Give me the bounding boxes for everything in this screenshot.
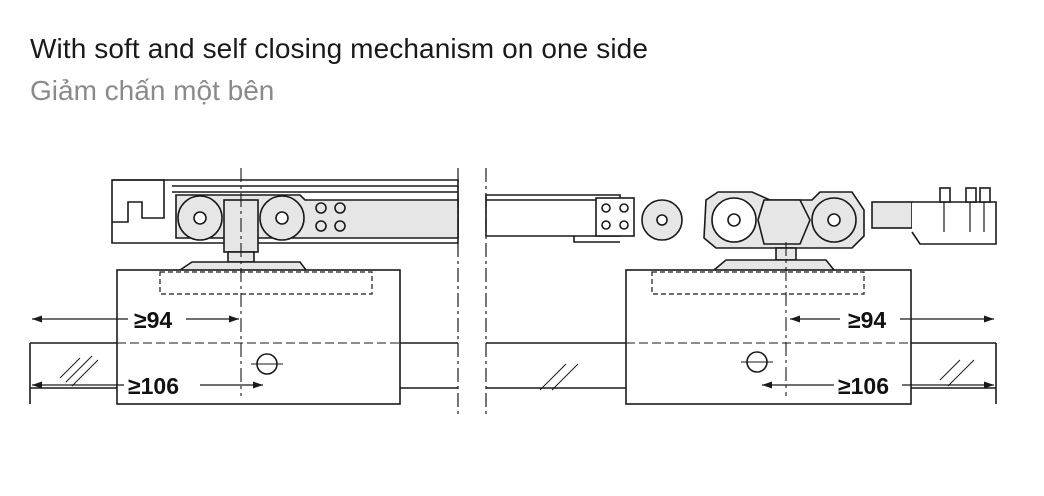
left-glass-panel [29,342,458,404]
dimension-lines [32,315,994,389]
dim-left-94: ≥94 [134,307,172,333]
page-subtitle: Giảm chấn một bên [30,75,275,106]
center-lines [117,168,911,396]
left-track-hardware [111,179,459,271]
page-title: With soft and self closing mechanism on … [30,33,648,64]
right-glass-panel [486,342,997,404]
dim-left-106: ≥106 [128,373,179,399]
break-lines [457,168,487,414]
dim-right-106: ≥106 [838,373,889,399]
right-track-hardware [485,187,997,271]
dim-right-94: ≥94 [848,307,886,333]
